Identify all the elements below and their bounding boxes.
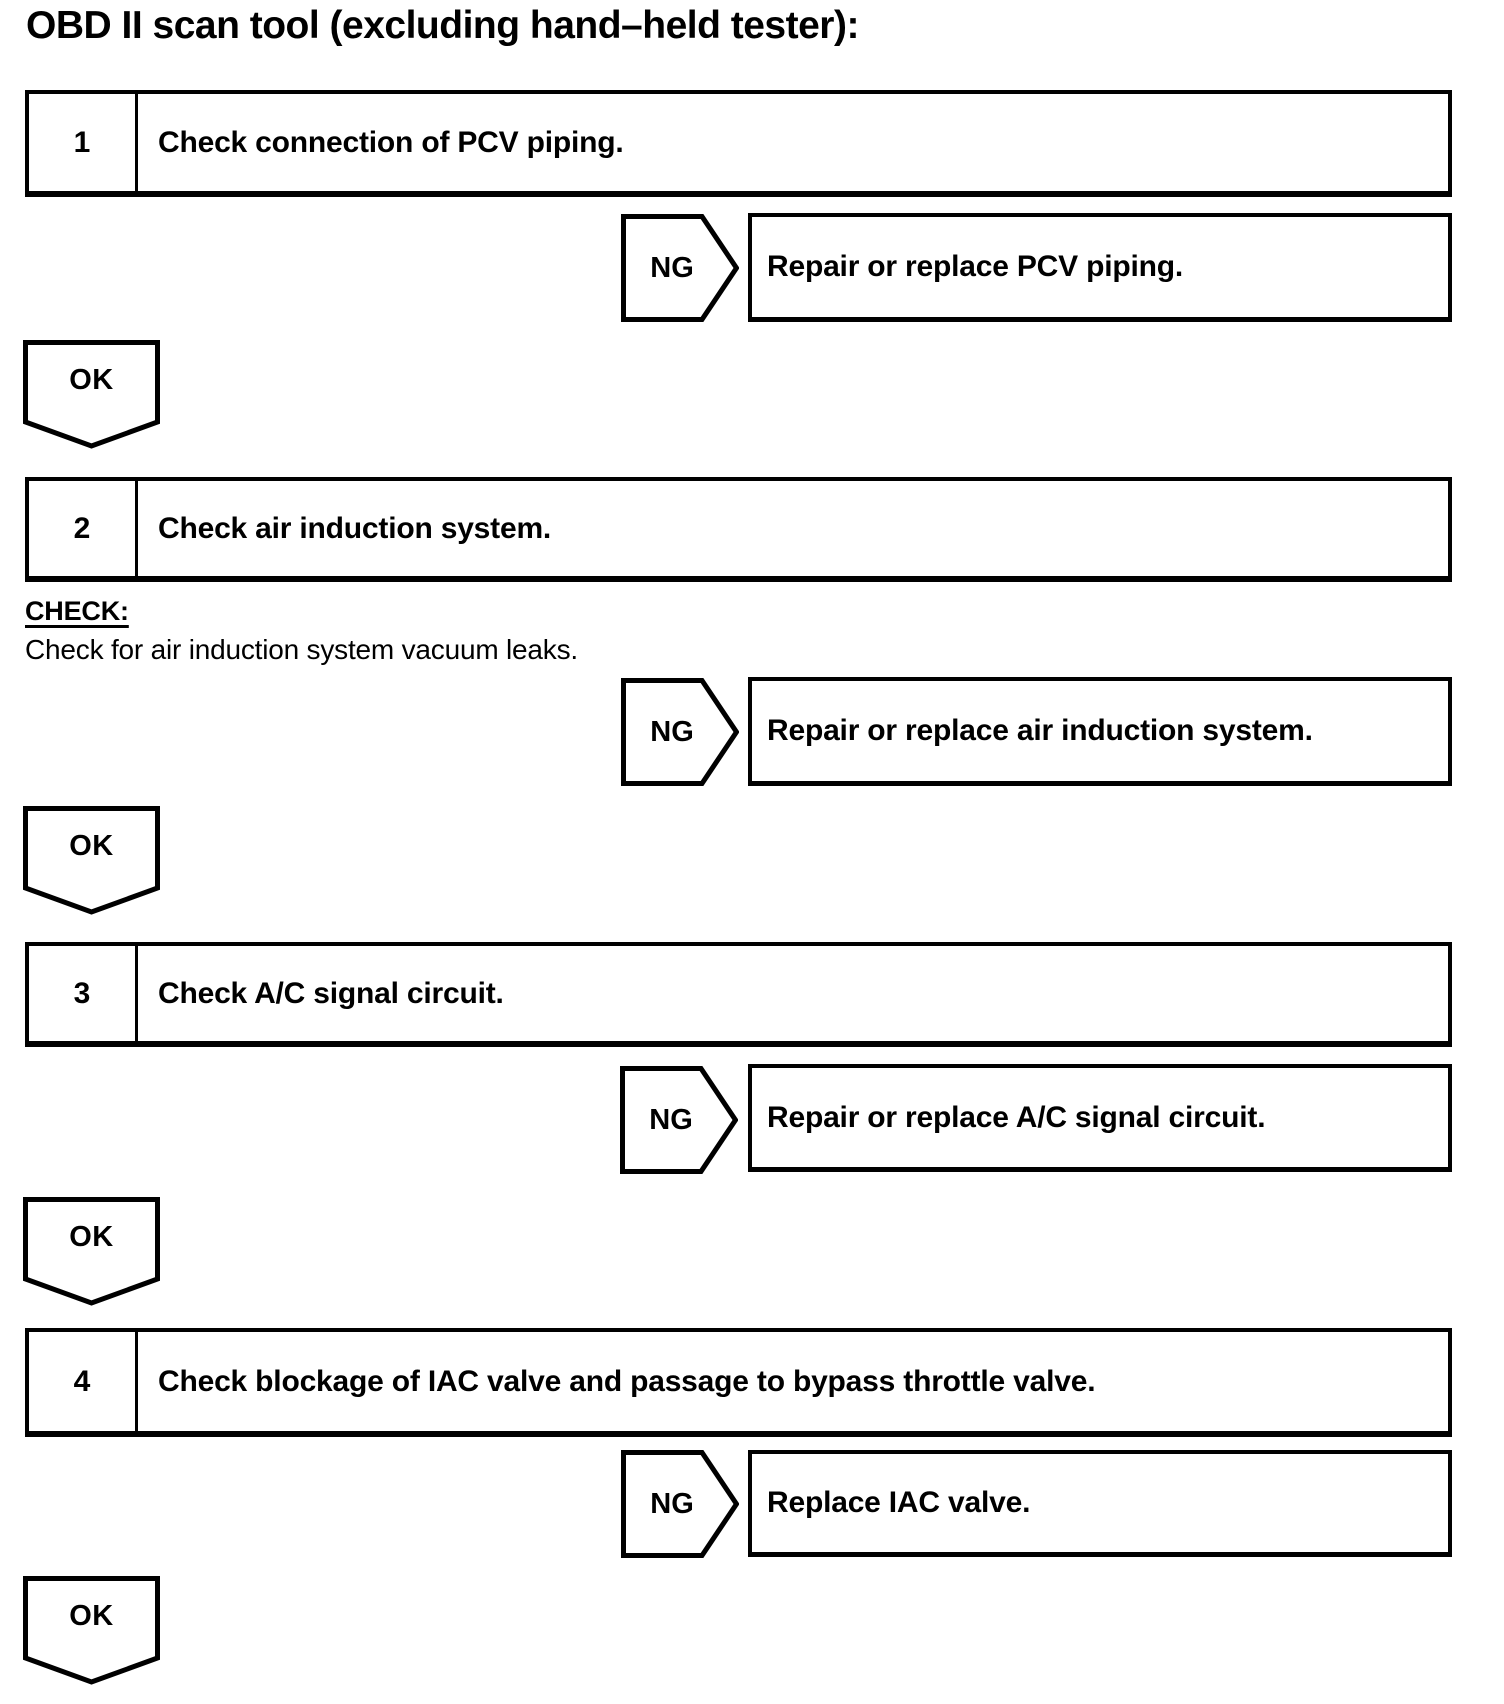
ok-pentagon-shape — [23, 1197, 160, 1306]
step-2-ng-label: NG — [650, 715, 694, 748]
step-1-ng-result-box: Repair or replace PCV piping. — [748, 213, 1452, 322]
step-2-number: 2 — [29, 481, 138, 576]
ok-pentagon-shape — [23, 1576, 160, 1685]
step-1-ng-result-label: Repair or replace PCV piping. — [767, 250, 1183, 283]
step-1-ng-label: NG — [650, 251, 694, 284]
step-4-number: 4 — [29, 1332, 138, 1431]
step-4-ok-label: OK — [69, 1600, 114, 1632]
step-1-ok-connector: OK — [23, 340, 160, 449]
step-2-ng-result-box: Repair or replace air induction system. — [748, 677, 1452, 786]
step-3-ng-result-box: Repair or replace A/C signal circuit. — [748, 1064, 1452, 1172]
ng-pentagon-shape — [621, 678, 739, 786]
ng-pentagon-shape — [621, 1450, 739, 1558]
step-3-box: 3 Check A/C signal circuit. — [25, 942, 1452, 1047]
ng-pentagon-shape — [621, 214, 739, 322]
page-title: OBD II scan tool (excluding hand–held te… — [26, 4, 859, 47]
step-2-ng-result-label: Repair or replace air induction system. — [767, 714, 1313, 747]
step-4-box: 4 Check blockage of IAC valve and passag… — [25, 1328, 1452, 1437]
step-4-label: Check blockage of IAC valve and passage … — [158, 1364, 1096, 1398]
step-3-ok-connector: OK — [23, 1197, 160, 1306]
step-3-number: 3 — [29, 946, 138, 1041]
step-2-label: Check air induction system. — [158, 511, 552, 545]
step-1-ng-connector: NG — [621, 214, 739, 322]
step-4-ng-result-label: Replace IAC valve. — [767, 1486, 1031, 1519]
step-2-ng-connector: NG — [621, 678, 739, 786]
step-2-ok-connector: OK — [23, 806, 160, 915]
step-4-ng-connector: NG — [621, 1450, 739, 1558]
step-4-ok-connector: OK — [23, 1576, 160, 1685]
check-note: Check for air induction system vacuum le… — [25, 634, 578, 665]
step-3-ng-label: NG — [649, 1103, 693, 1136]
step-3-ng-connector: NG — [620, 1066, 738, 1174]
step-3-label: Check A/C signal circuit. — [158, 976, 504, 1010]
step-4-ng-label: NG — [650, 1487, 694, 1520]
step-2-ok-label: OK — [69, 830, 114, 862]
step-2-box: 2 Check air induction system. — [25, 477, 1452, 582]
step-1-number: 1 — [29, 94, 138, 191]
ok-pentagon-shape — [23, 806, 160, 915]
step-1-label: Check connection of PCV piping. — [158, 125, 624, 159]
ng-pentagon-shape — [620, 1066, 738, 1174]
step-3-ng-result-label: Repair or replace A/C signal circuit. — [767, 1100, 1266, 1134]
step-4-ng-result-box: Replace IAC valve. — [748, 1450, 1452, 1557]
check-heading: CHECK: — [25, 596, 129, 626]
step-1-box: 1 Check connection of PCV piping. — [25, 90, 1452, 197]
ok-pentagon-shape — [23, 340, 160, 449]
step-1-ok-label: OK — [69, 364, 114, 396]
step-3-ok-label: OK — [69, 1221, 114, 1253]
